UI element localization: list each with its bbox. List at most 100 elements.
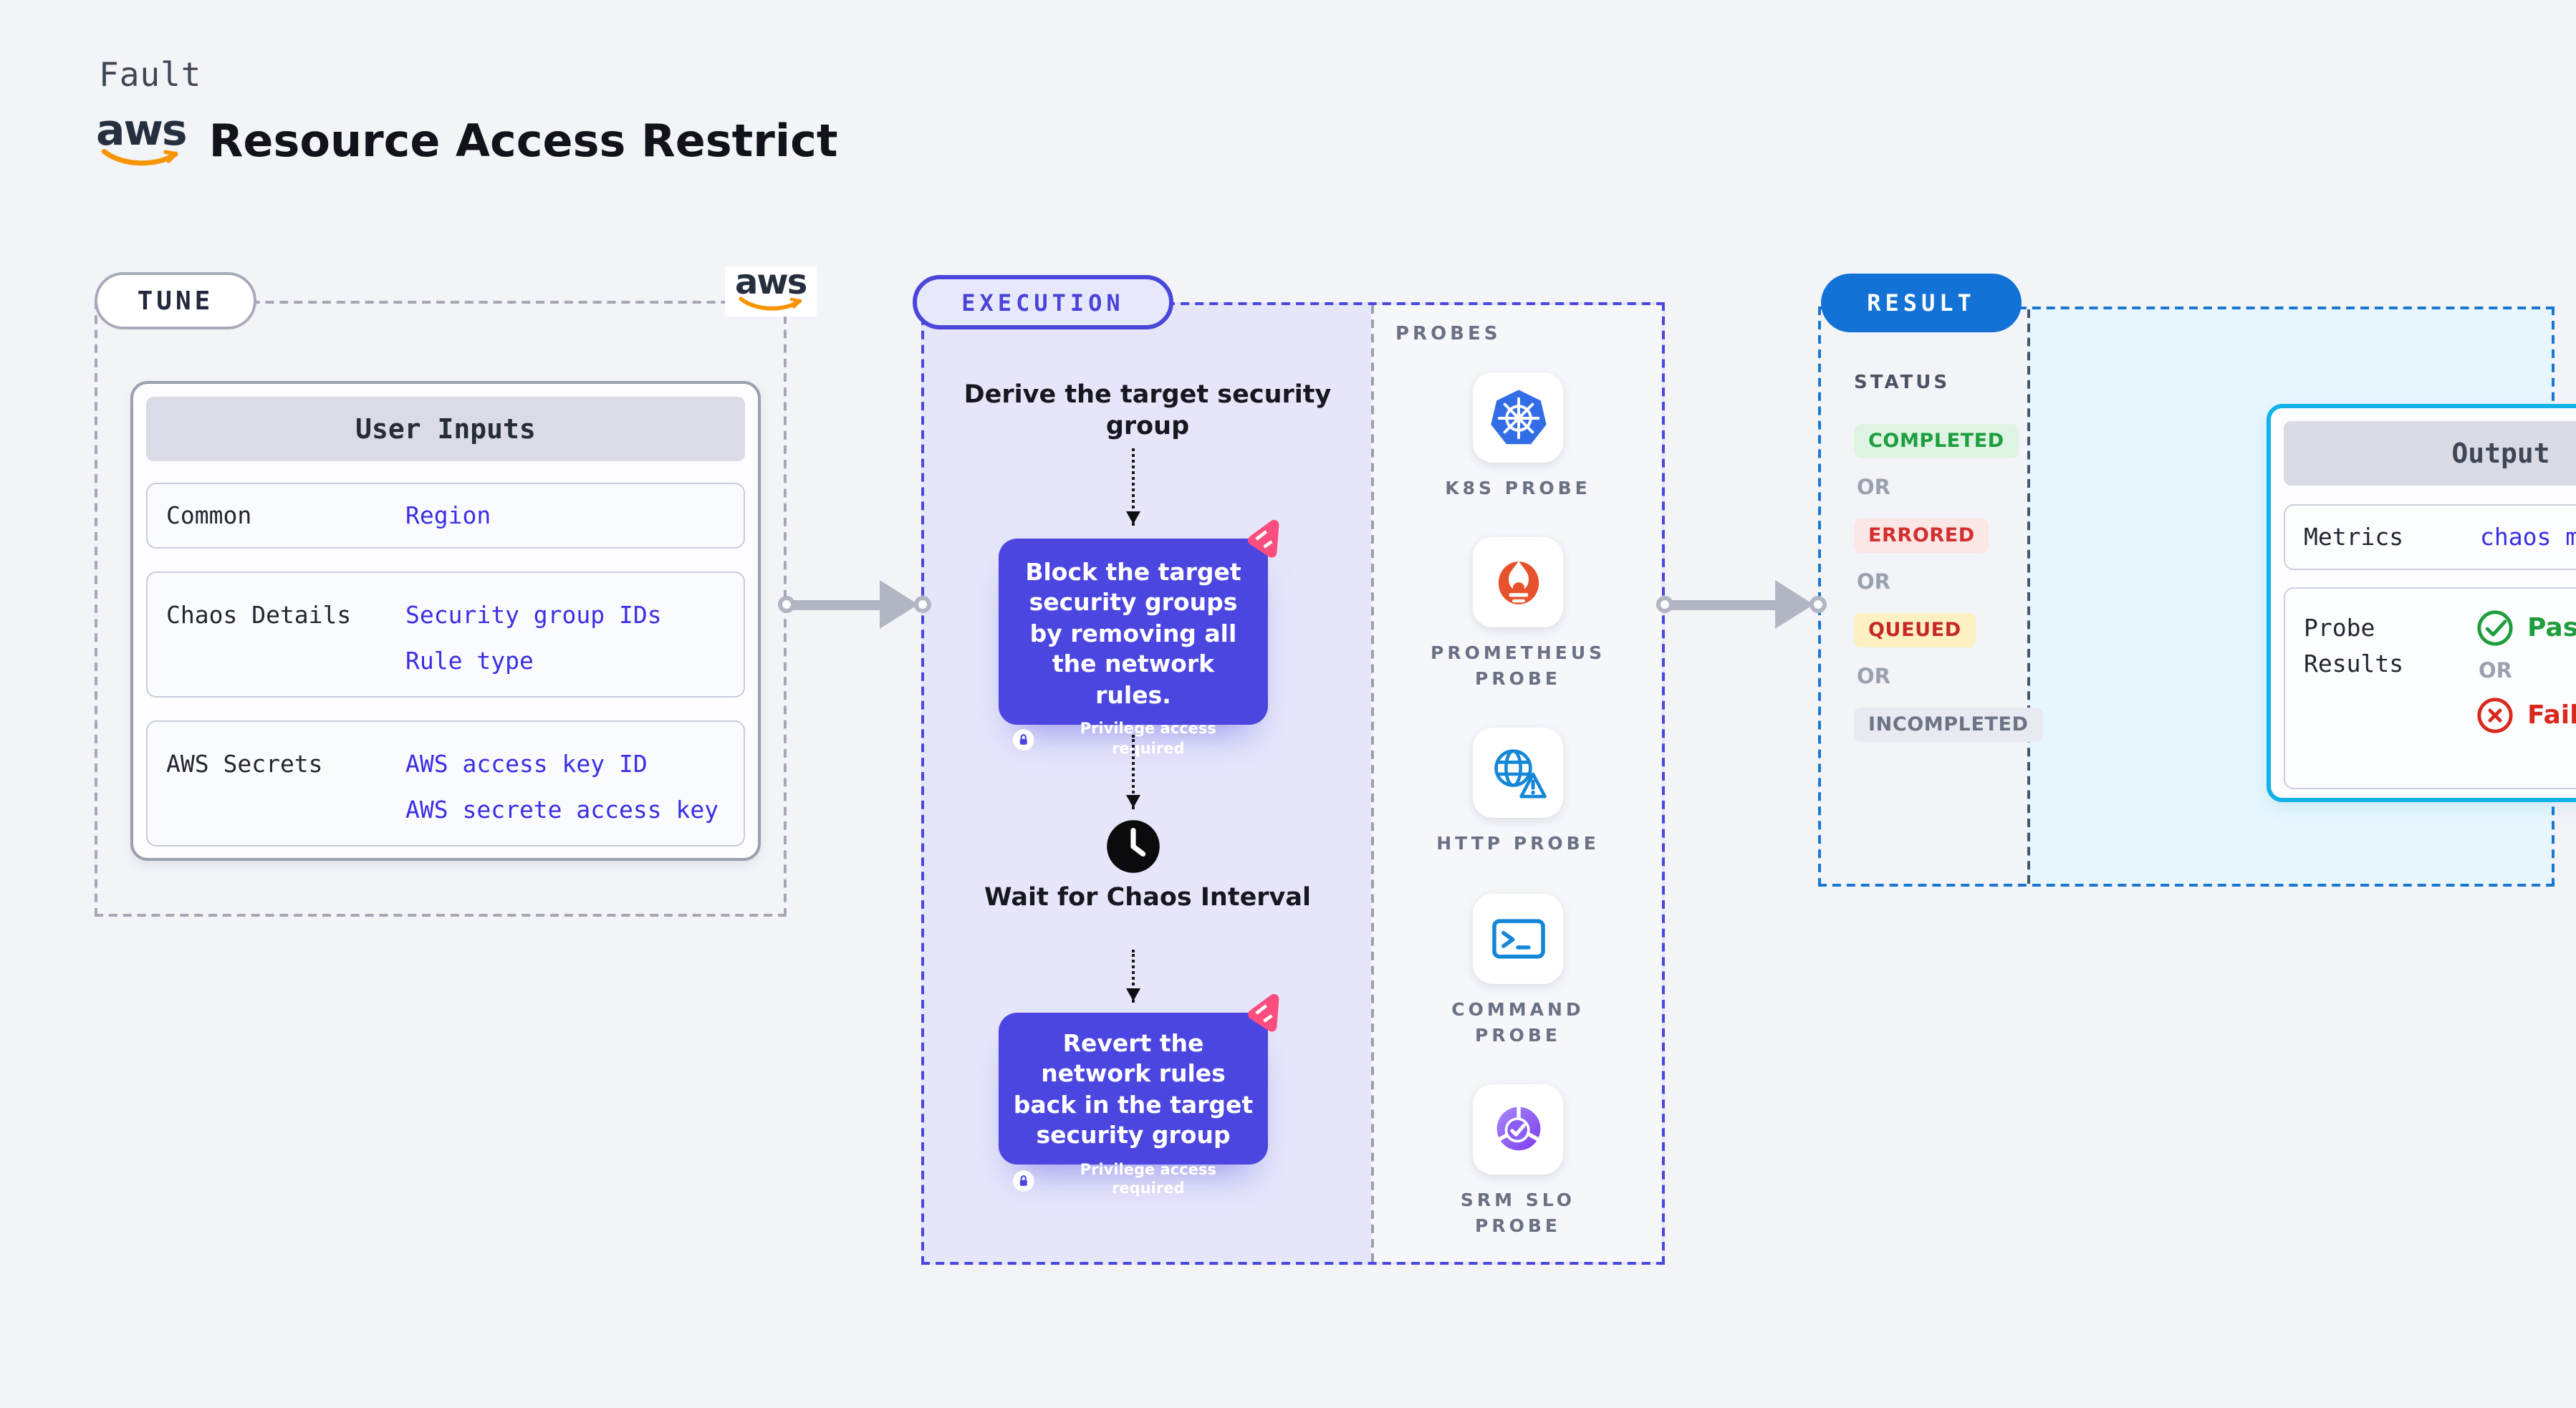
user-inputs-card: User Inputs Common Region Chaos Details …	[130, 381, 761, 861]
arrow-dot-icon	[914, 596, 931, 613]
probe-label: SRM SLO PROBE	[1460, 1188, 1576, 1236]
probe-label: K8S PROBE	[1445, 477, 1591, 498]
srm-slo-icon	[1495, 1104, 1541, 1151]
execution-section: Derive the target security group Block t…	[921, 302, 1665, 1265]
metrics-row: Metrics chaos metrics	[2284, 504, 2576, 570]
input-row-label: Chaos Details	[166, 602, 352, 629]
dotted-arrow-icon	[1125, 735, 1140, 809]
probe-tile	[1473, 372, 1563, 463]
tune-badge: TUNE	[95, 272, 256, 329]
tune-to-execution-arrow	[778, 580, 931, 629]
probe-tile	[1473, 1084, 1563, 1175]
aws-swoosh-icon	[102, 149, 179, 166]
output-header: Output	[2284, 421, 2576, 486]
status-badge-errored: ERRORED	[1854, 519, 1989, 553]
aws-swoosh-icon	[739, 296, 802, 311]
status-badge-completed: COMPLETED	[1854, 424, 2019, 458]
execution-flow: Derive the target security group Block t…	[924, 305, 1371, 1262]
dotted-arrow-icon	[1125, 448, 1140, 526]
input-row-common: Common Region	[146, 483, 745, 549]
probe-tile	[1473, 537, 1563, 628]
k8s-icon	[1490, 389, 1546, 444]
or-label: OR	[1857, 477, 1890, 500]
status-column: STATUS COMPLETED OR ERRORED OR QUEUED OR…	[1854, 372, 2043, 742]
input-row-value: AWS access key ID	[405, 751, 648, 778]
result-badge: RESULT	[1821, 274, 2022, 332]
input-row-aws-secrets: AWS Secrets AWS access key ID AWS secret…	[146, 720, 745, 847]
revert-step-text: Revert the network rules back in the tar…	[1013, 1030, 1254, 1149]
chaos-pink-icon	[1248, 519, 1279, 558]
chaos-pink-icon	[1248, 993, 1279, 1032]
probe-label: HTTP PROBE	[1436, 832, 1600, 854]
probe-item-command: COMMAND PROBE	[1431, 893, 1605, 1048]
privilege-note: Privilege access required	[1013, 720, 1254, 760]
title-row: aws Resource Access Restrict	[96, 106, 838, 169]
status-badge-incompleted: INCOMPLETED	[1854, 708, 2043, 742]
block-step-card: Block the target security groups by remo…	[999, 519, 1279, 758]
passed-check-icon	[2477, 610, 2513, 646]
probes-panel: PROBES	[1371, 305, 1662, 1262]
command-icon	[1491, 919, 1544, 959]
aws-logo-text: aws	[96, 106, 188, 156]
failed-verdict: Failed	[2476, 696, 2576, 735]
arrow-head-icon	[880, 580, 918, 629]
lock-icon	[1013, 729, 1034, 751]
probes-list: K8S PROBE PROMETHEUS PROBE	[1374, 372, 1662, 1239]
probe-results-label: Probe Results	[2304, 614, 2404, 678]
privilege-note-text: Privilege access required	[1080, 720, 1216, 758]
passed-label: Passed	[2527, 613, 2576, 643]
input-row-value: Region	[405, 502, 491, 529]
derive-step-label: Derive the target security group	[963, 381, 1332, 442]
privilege-note: Privilege access required	[1013, 1162, 1254, 1201]
probe-tile	[1473, 893, 1563, 983]
result-section: Output Metrics chaos metrics Probe Resul…	[1818, 307, 2576, 887]
arrow-dot-icon	[778, 596, 795, 613]
arrow-dot-icon	[1656, 596, 1673, 613]
dotted-arrow-icon	[1125, 950, 1140, 1003]
probe-item-srm-slo: SRM SLO PROBE	[1431, 1084, 1605, 1240]
or-label: OR	[2479, 660, 2512, 683]
aws-logo: aws	[96, 106, 188, 169]
failed-label: Failed	[2527, 700, 2576, 730]
result-output-area: Output Metrics chaos metrics Probe Resul…	[2027, 309, 2576, 884]
metrics-label: Metrics	[2304, 524, 2404, 551]
fault-eyebrow: Fault	[99, 57, 202, 95]
execution-badge: EXECUTION	[913, 275, 1173, 329]
wait-step-label: Wait for Chaos Interval	[984, 884, 1311, 912]
arrow-line	[792, 599, 883, 609]
privilege-note-text: Privilege access required	[1080, 1161, 1216, 1198]
arrow-head-icon	[1775, 580, 1814, 629]
arrow-line	[1671, 599, 1778, 609]
probe-tile	[1472, 728, 1563, 819]
execution-to-result-arrow	[1656, 580, 1827, 629]
output-card: Output Metrics chaos metrics Probe Resul…	[2267, 404, 2576, 802]
status-title: STATUS	[1854, 372, 1951, 394]
input-row-chaos-details: Chaos Details Security group IDs Rule ty…	[146, 572, 745, 698]
probe-label: PROMETHEUS PROBE	[1431, 642, 1606, 690]
verdict-column: Passed OR Failed	[2476, 609, 2576, 735]
status-badge-queued: QUEUED	[1854, 613, 1976, 647]
probe-item-k8s: K8S PROBE	[1445, 372, 1590, 501]
user-inputs-header: User Inputs	[146, 397, 745, 461]
metrics-value: chaos metrics	[2480, 524, 2576, 551]
input-row-label: Common	[166, 502, 252, 529]
probes-title: PROBES	[1395, 324, 1501, 345]
probe-item-http: HTTP PROBE	[1436, 728, 1600, 857]
aws-logo-small: aws	[725, 262, 817, 317]
aws-logo-text: aws	[735, 262, 807, 302]
prometheus-icon	[1497, 560, 1539, 604]
input-row-value: Rule type	[405, 647, 534, 675]
probe-item-prometheus: PROMETHEUS PROBE	[1431, 537, 1605, 693]
or-label: OR	[1857, 666, 1890, 689]
probe-label: COMMAND PROBE	[1451, 998, 1585, 1046]
block-step-text: Block the target security groups by remo…	[1025, 559, 1241, 709]
http-icon	[1495, 749, 1547, 799]
page-title: Resource Access Restrict	[208, 116, 838, 168]
clock-icon	[1107, 820, 1160, 873]
probe-results-row: Probe Results Passed OR	[2284, 587, 2576, 789]
or-label: OR	[1857, 572, 1890, 594]
input-row-value: Security group IDs	[405, 602, 662, 629]
lock-icon	[1013, 1170, 1034, 1192]
failed-x-icon	[2477, 698, 2513, 733]
